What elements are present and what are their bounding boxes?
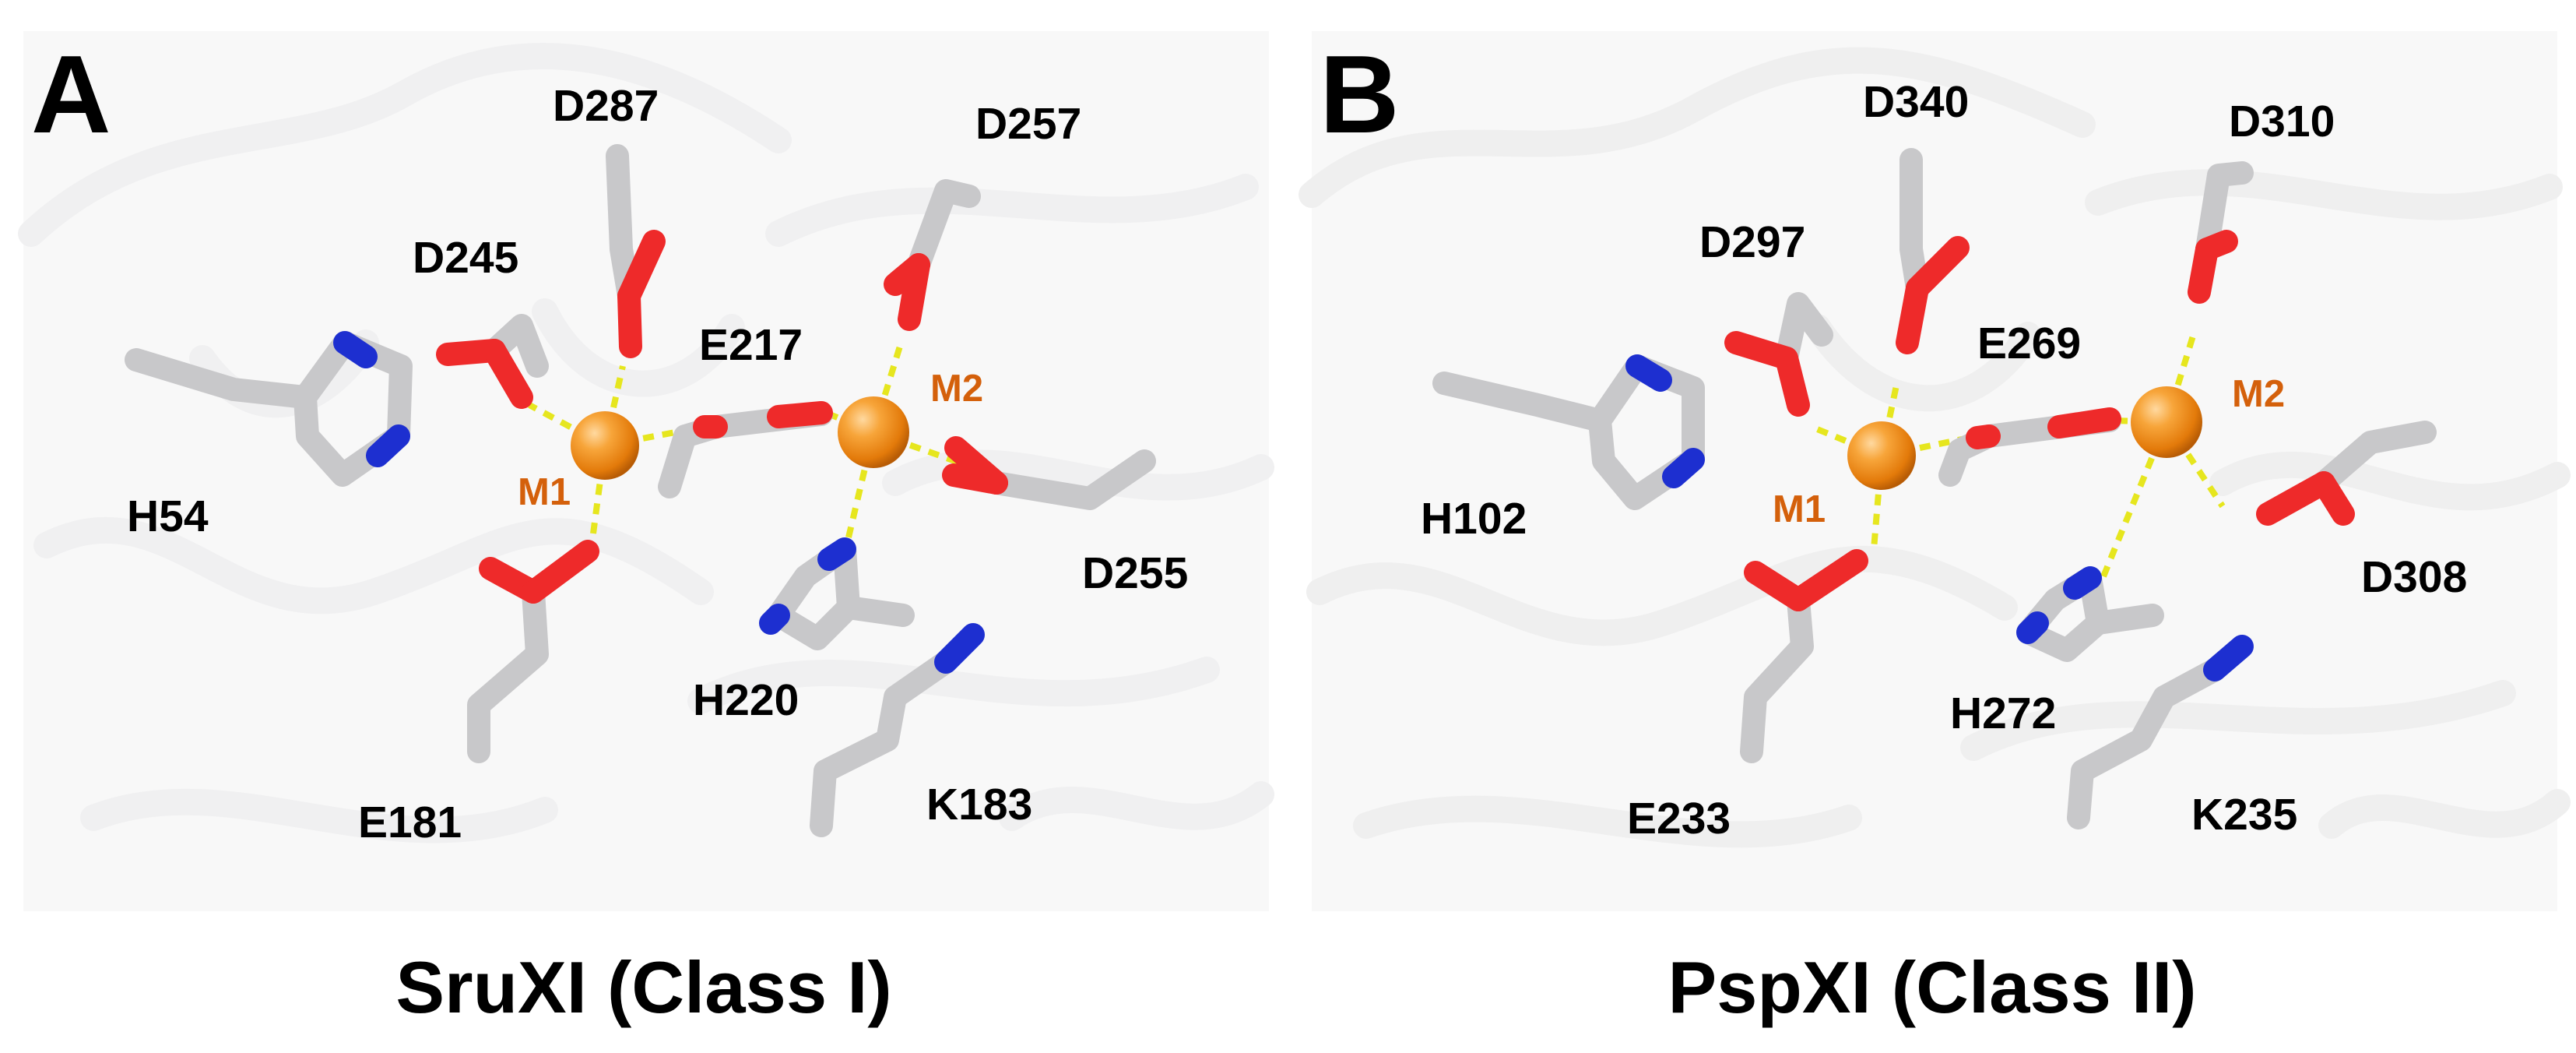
residue-label-d310: D310 [2229, 97, 2335, 146]
metal-label-m1: M1 [1773, 488, 1826, 530]
residue-d340-sticks [1896, 148, 1970, 354]
residue-k183-sticks [810, 623, 985, 837]
metal-label-m2: M2 [2232, 373, 2285, 415]
residue-d287-sticks [606, 144, 666, 358]
residue-e217-sticks [658, 401, 833, 498]
residue-label-h54: H54 [127, 491, 209, 541]
residue-label-d340: D340 [1863, 77, 1969, 127]
residue-label-e217: E217 [699, 320, 803, 370]
panel-caption: PspXI (Class II) [1668, 946, 2196, 1028]
residue-label-h272: H272 [1950, 688, 2056, 738]
metal-label-m1: M1 [518, 471, 571, 513]
metal-m1-sphere [571, 411, 639, 480]
residue-label-h102: H102 [1421, 494, 1527, 544]
panel-letter: B [1320, 33, 1400, 157]
metal-ions [571, 396, 909, 480]
metal-ions [1847, 386, 2202, 490]
residue-h220-sticks [759, 537, 915, 650]
panel-letter: A [31, 33, 111, 157]
metal-m2-sphere [2131, 386, 2202, 458]
residue-sticks [125, 144, 1156, 837]
residue-label-k235: K235 [2191, 790, 2297, 840]
residue-label-d257: D257 [975, 99, 1081, 149]
panel-b-structure: B D340 D310 D297 E269 H102 D308 H272 E23… [1299, 31, 2571, 1028]
residue-label-h220: H220 [693, 675, 799, 725]
residue-e269-sticks [1938, 407, 2121, 487]
protein-ribbon-background [18, 31, 1274, 911]
residue-d257-sticks [884, 179, 981, 331]
residue-h272-sticks [2016, 566, 2164, 662]
panel-a: A D287 D257 D245 E217 H54 D255 H220 E181… [18, 31, 1274, 1028]
residue-d308-sticks [2256, 421, 2437, 526]
residue-d245-sticks [436, 314, 549, 409]
residue-k235-sticks [2067, 635, 2254, 829]
residue-label-d255: D255 [1082, 548, 1188, 598]
protein-ribbon-background [1299, 31, 2571, 911]
metal-label-m2: M2 [930, 368, 983, 410]
residue-label-e233: E233 [1627, 794, 1731, 843]
residue-sticks [1432, 148, 2437, 829]
residue-label-e181: E181 [358, 798, 462, 847]
metal-m2-sphere [838, 396, 909, 468]
residue-label-d287: D287 [553, 81, 659, 131]
residue-h54-sticks [125, 331, 413, 487]
panel-a-structure: A D287 D257 D245 E217 H54 D255 H220 E181… [18, 31, 1274, 1028]
residue-h102-sticks [1432, 354, 1705, 510]
residue-e181-sticks [467, 540, 599, 763]
residue-label-k183: K183 [926, 780, 1032, 829]
panel-caption: SruXI (Class I) [395, 946, 891, 1028]
residue-label-e269: E269 [1977, 319, 2081, 368]
residue-e233-sticks [1740, 549, 1868, 763]
residue-label-d245: D245 [413, 233, 518, 283]
metal-m1-sphere [1847, 421, 1916, 490]
residue-label-d297: D297 [1699, 217, 1805, 267]
residue-d297-sticks [1724, 292, 1833, 417]
residue-label-d308: D308 [2361, 552, 2467, 602]
residue-d310-sticks [2188, 161, 2254, 304]
residue-d255-sticks [942, 436, 1156, 510]
panel-b: B D340 D310 D297 E269 H102 D308 H272 E23… [1288, 0, 2576, 1053]
